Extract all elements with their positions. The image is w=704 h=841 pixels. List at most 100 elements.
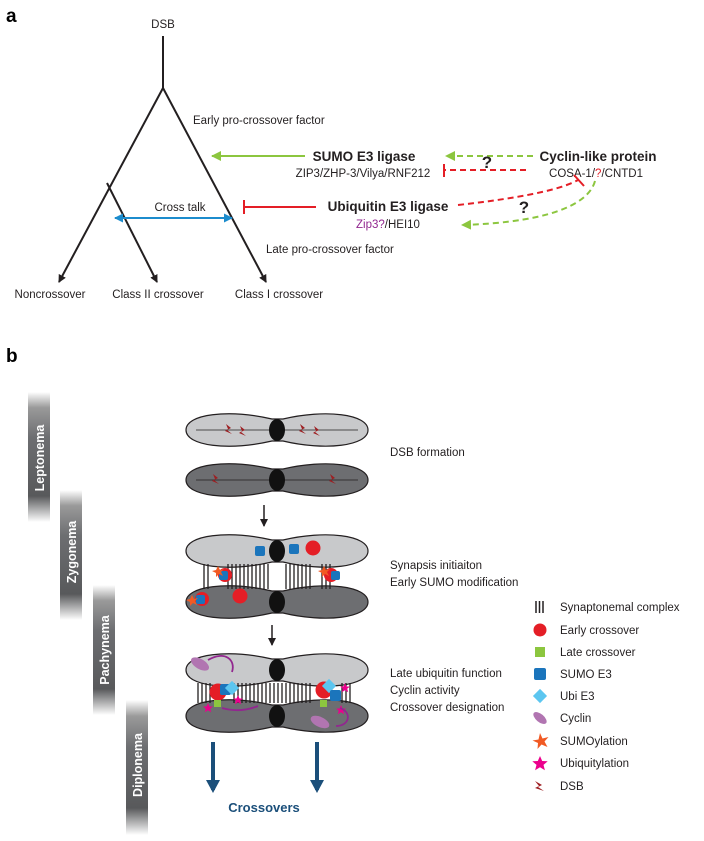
- ubiquitylation-marker: [233, 695, 243, 705]
- step-cyclin-activity: Cyclin activity: [390, 685, 460, 697]
- legend-label-synaptonemal-complex: Synaptonemal complex: [560, 602, 680, 614]
- stage-label-diplonema: Diplonema: [131, 732, 145, 797]
- ubiquitylation-marker: [340, 683, 350, 693]
- step-late-ubiquitin: Late ubiquitin function: [390, 668, 502, 680]
- stage-bar-leptonema: [28, 392, 50, 522]
- ubi-e3-icon: [532, 688, 548, 704]
- sumo-e3-subtitle: ZIP3/ZHP-3/Vilya/RNF212: [296, 168, 431, 180]
- legend-label-early-crossover: Early crossover: [560, 625, 639, 637]
- crossovers-label: Crossovers: [228, 800, 300, 815]
- dsb-icon: [313, 426, 320, 436]
- stage-label-pachynema: Pachynema: [98, 614, 112, 685]
- cntd1-label: /CNTD1: [601, 168, 643, 180]
- pachynema-chromosomes: [185, 653, 369, 733]
- legend-label-cyclin: Cyclin: [560, 713, 591, 725]
- step-early-sumo: Early SUMO modification: [390, 577, 518, 589]
- tree-diagram: [58, 36, 267, 283]
- stage-bar-zygonema: [60, 490, 82, 620]
- sumo-e3-title: SUMO E3 ligase: [313, 149, 416, 164]
- cyclin-subtitle: COSA-1/?/CNTD1: [549, 168, 643, 180]
- dsb-icon: [225, 424, 232, 434]
- ubi-to-cyclin-line: [457, 179, 579, 206]
- question-mark-2: ?: [519, 198, 529, 217]
- outcome-noncrossover: Noncrossover: [15, 289, 86, 301]
- dsb-icon: [212, 474, 219, 484]
- step-synapsis: Synapsis initiaiton: [390, 560, 482, 572]
- stage-label-zygonema: Zygonema: [65, 520, 79, 584]
- panel-b-label: b: [6, 346, 18, 367]
- centromere: [269, 419, 285, 441]
- cyclin-marker: [310, 715, 330, 729]
- legend-label-ubiquitylation: Ubiquitylation: [560, 758, 629, 770]
- centromere: [269, 591, 285, 613]
- dsb-icon: [535, 781, 544, 791]
- question-mark-1: ?: [482, 153, 492, 172]
- hei10-label: /HEI10: [385, 219, 420, 231]
- cyclin-inhibition-bar: [573, 174, 585, 187]
- ubiquitylation-marker: [336, 705, 346, 715]
- early-crossover-icon: [533, 623, 547, 637]
- centromere: [269, 469, 285, 491]
- sumoylation-marker: [318, 566, 330, 577]
- stage-label-leptonema: Leptonema: [33, 424, 47, 492]
- late-factor-label: Late pro-crossover factor: [266, 244, 394, 256]
- sumoylation-marker: [212, 566, 224, 577]
- ubi-e3-marker: [321, 678, 337, 694]
- sumo-e3-marker: [289, 544, 299, 554]
- cyclin-marker: [190, 657, 210, 671]
- legend: Synaptonemal complex Early crossover Lat…: [532, 601, 680, 793]
- legend-label-sumo-e3: SUMO E3: [560, 669, 612, 681]
- sumoylation-marker: [186, 595, 198, 606]
- dsb-label: DSB: [151, 19, 175, 31]
- legend-label-ubi-e3: Ubi E3: [560, 691, 595, 703]
- panel-a-label: a: [6, 6, 17, 27]
- legend-label-sumoylation: SUMOylation: [560, 736, 628, 748]
- zip3-label: Zip3?: [356, 219, 385, 231]
- zygonema-chromosomes: [185, 534, 369, 619]
- legend-label-late-crossover: Late crossover: [560, 647, 636, 659]
- dsb-icon: [239, 426, 246, 436]
- outcome-class-i: Class I crossover: [235, 289, 323, 301]
- early-crossover-marker: [232, 588, 248, 604]
- stage-bar-pachynema: [93, 585, 115, 715]
- ubiquitylation-marker: [203, 703, 213, 713]
- cyclin-to-ubi-arrow: [461, 180, 596, 230]
- synaptonemal-complex-icon: [535, 601, 544, 613]
- sumo-e3-marker: [255, 546, 265, 556]
- cross-talk-label: Cross talk: [154, 202, 205, 214]
- step-crossover-designation: Crossover designation: [390, 702, 504, 714]
- early-factor-label: Early pro-crossover factor: [193, 115, 325, 127]
- centromere: [269, 540, 285, 562]
- ubi-e3-marker: [224, 680, 240, 696]
- synaptonemal-complex: [203, 564, 331, 589]
- cosa1-label: COSA-1/: [549, 168, 596, 180]
- sumo-e3-marker: [330, 690, 341, 701]
- early-crossover-marker: [305, 540, 321, 556]
- branch-noncrossover: [58, 87, 164, 283]
- sumoylation-icon: [532, 733, 549, 749]
- cyclin-path: [335, 707, 349, 727]
- sumo-e3-marker: [196, 595, 205, 604]
- cyclin-title: Cyclin-like protein: [539, 149, 656, 164]
- step-dsb-formation: DSB formation: [390, 447, 465, 459]
- stage-bars: Leptonema Zygonema Pachynema Diplonema: [28, 392, 148, 835]
- centromere: [269, 705, 285, 727]
- stage-bar-diplonema: [126, 700, 148, 835]
- ubi-e3-title: Ubiquitin E3 ligase: [328, 199, 449, 214]
- branch-class-i: [162, 87, 267, 283]
- branch-class-ii: [106, 182, 158, 283]
- sumo-e3-icon: [534, 668, 546, 680]
- cyclin-question-label: ?: [595, 168, 601, 180]
- centromere: [269, 659, 285, 681]
- late-crossover-marker: [214, 700, 221, 707]
- cyclin-path: [207, 655, 234, 673]
- dsb-icon: [329, 474, 336, 484]
- late-crossover-marker: [320, 700, 327, 707]
- legend-label-dsb: DSB: [560, 781, 584, 793]
- cyclin-icon: [533, 712, 547, 724]
- outcome-class-ii: Class II crossover: [112, 289, 204, 301]
- dsb-icon: [299, 424, 306, 434]
- ubi-e3-subtitle: Zip3?/HEI10: [356, 219, 420, 231]
- leptonema-chromosomes: [185, 413, 369, 497]
